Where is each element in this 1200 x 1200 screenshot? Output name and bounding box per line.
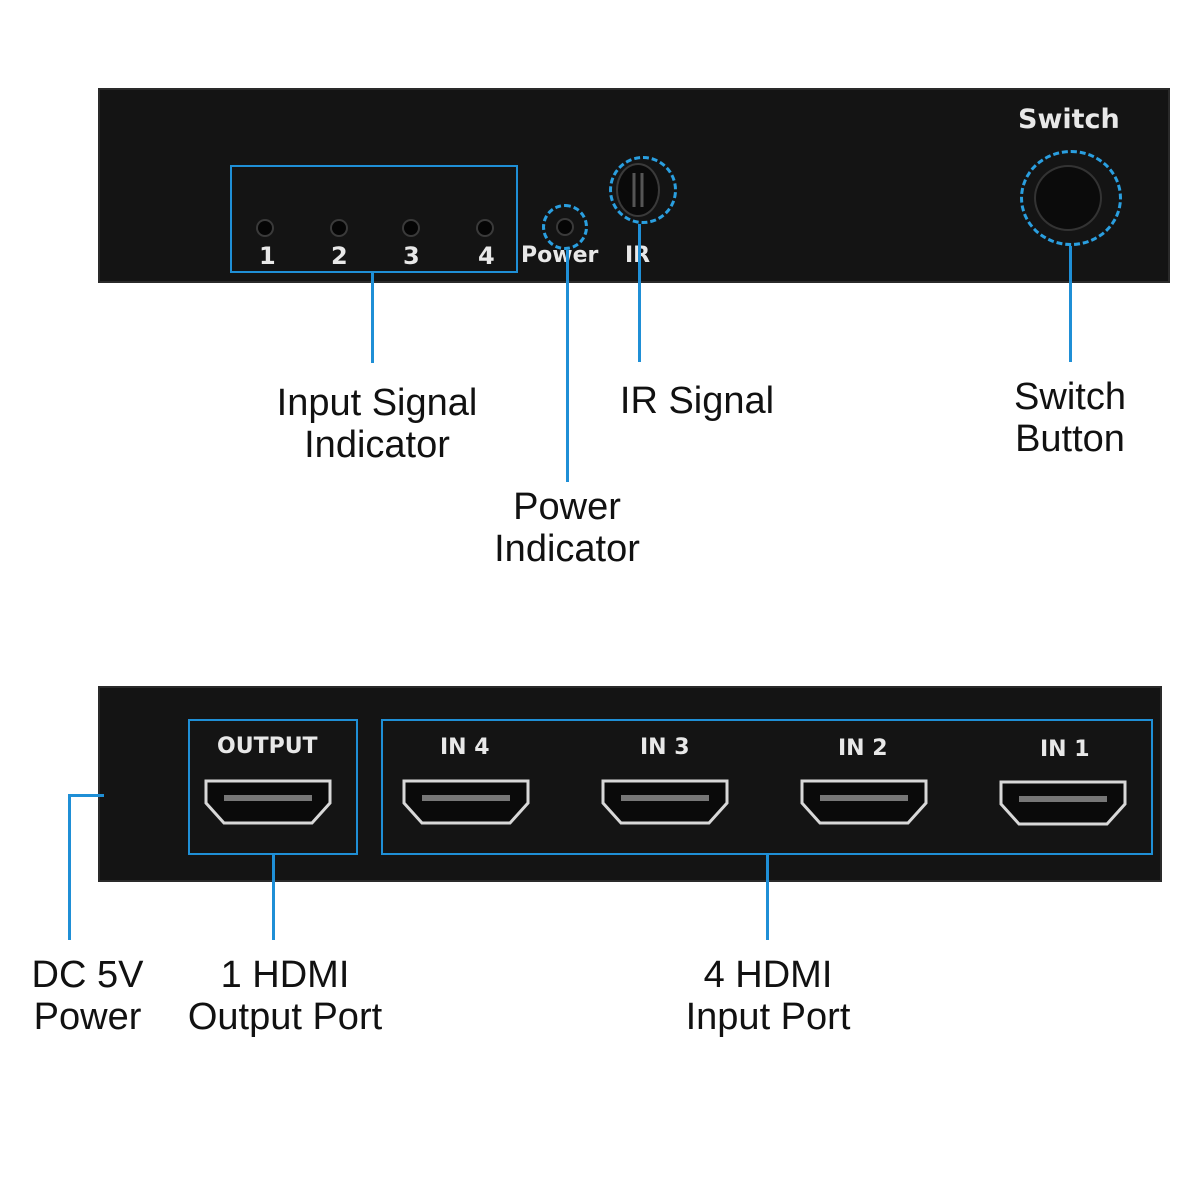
hdmi-input-port-4-icon xyxy=(402,779,530,825)
input-port-title-2: IN 2 xyxy=(838,736,888,761)
power-led-ring xyxy=(542,204,588,250)
indicator-number-2: 2 xyxy=(331,242,348,270)
input-port-title-1: IN 1 xyxy=(1040,737,1090,762)
input-signal-label-line-2: Indicator xyxy=(304,424,450,466)
input-led-4 xyxy=(478,221,492,235)
switch-button[interactable] xyxy=(1036,167,1100,229)
input-port-title-4: IN 4 xyxy=(440,735,490,760)
power-indicator-label-line-1: Power xyxy=(513,486,621,528)
leader-dc-power-horizontal xyxy=(68,794,104,797)
leader-hdmi-output xyxy=(272,855,275,940)
switch-button-label: Switch Button xyxy=(990,376,1150,460)
dc-power-label-line-1: DC 5V xyxy=(31,954,144,996)
power-led xyxy=(558,220,572,234)
indicator-number-4: 4 xyxy=(478,242,495,270)
hdmi-input-label: 4 HDMI Input Port xyxy=(650,954,886,1038)
switch-panel-title: Switch xyxy=(1018,104,1120,135)
hdmi-output-label: 1 HDMI Output Port xyxy=(160,954,410,1038)
input-signal-label: Input Signal Indicator xyxy=(242,382,512,466)
hdmi-input-port-2-icon xyxy=(800,779,928,825)
switch-button-label-line-2: Button xyxy=(1015,418,1125,460)
ir-sensor-ring xyxy=(609,156,677,224)
power-indicator-label-line-2: Indicator xyxy=(494,528,640,570)
input-ports-box xyxy=(381,719,1153,855)
switch-button-label-line-1: Switch xyxy=(1014,376,1126,418)
leader-power-indicator xyxy=(566,250,569,482)
switch-button-ring xyxy=(1020,150,1122,246)
indicator-number-3: 3 xyxy=(403,242,420,270)
output-port-title: OUTPUT xyxy=(217,734,318,759)
input-led-2 xyxy=(332,221,346,235)
input-indicator-box xyxy=(230,165,518,273)
leader-ir-signal xyxy=(638,224,641,362)
ir-sensor xyxy=(618,165,658,215)
input-led-3 xyxy=(404,221,418,235)
ir-panel-text: IR xyxy=(625,243,650,268)
leader-hdmi-input xyxy=(766,855,769,940)
hdmi-input-port-1-icon xyxy=(999,780,1127,826)
leader-dc-power-vertical xyxy=(68,794,71,940)
hdmi-output-label-line-2: Output Port xyxy=(187,996,383,1038)
hdmi-output-port-icon xyxy=(204,779,332,825)
input-led-1 xyxy=(258,221,272,235)
ir-signal-label: IR Signal xyxy=(619,380,775,422)
leader-switch-button xyxy=(1069,246,1072,362)
hdmi-input-label-line-1: 4 HDMI xyxy=(703,954,833,996)
hdmi-input-port-3-icon xyxy=(601,779,729,825)
indicator-number-1: 1 xyxy=(259,242,276,270)
input-port-title-3: IN 3 xyxy=(640,735,690,760)
output-port-box xyxy=(188,719,358,855)
input-signal-label-line-1: Input Signal xyxy=(276,382,478,424)
ir-sensor-grille-icon xyxy=(632,173,644,207)
hdmi-input-label-line-2: Input Port xyxy=(685,996,851,1038)
dc-power-label: DC 5V Power xyxy=(10,954,165,1038)
leader-input-signal xyxy=(371,273,374,363)
power-panel-text: Power xyxy=(521,243,599,268)
hdmi-output-label-line-1: 1 HDMI xyxy=(220,954,350,996)
power-indicator-label: Power Indicator xyxy=(462,486,672,570)
dc-power-label-line-2: Power xyxy=(33,996,142,1038)
